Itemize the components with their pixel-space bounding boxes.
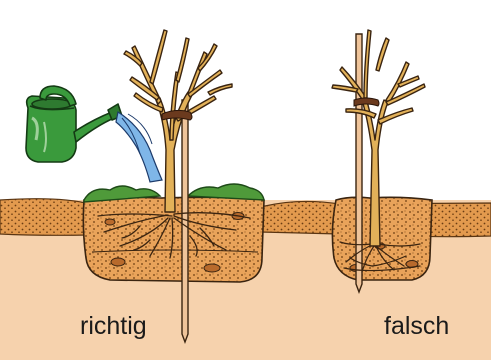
planting-hole-right (332, 197, 432, 280)
watering-can (26, 86, 122, 162)
label-correct: richtig (80, 314, 147, 339)
label-wrong: falsch (384, 314, 449, 339)
tree-left (124, 30, 232, 212)
water-stream (116, 112, 162, 182)
